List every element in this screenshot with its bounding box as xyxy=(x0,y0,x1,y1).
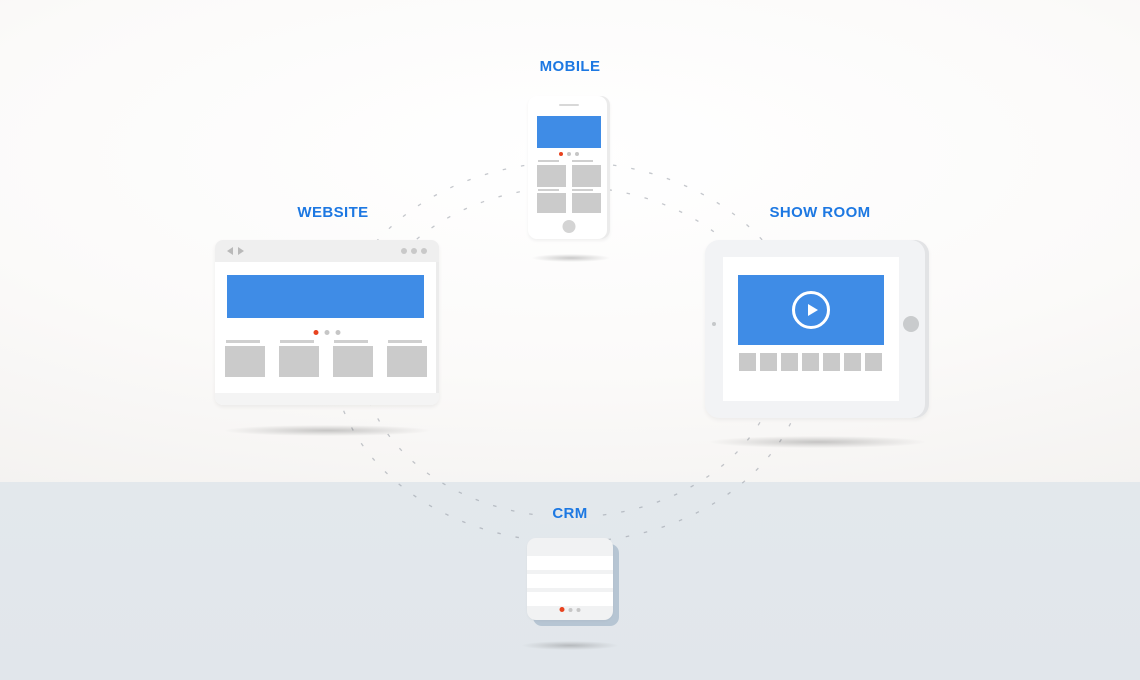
thumbnail-placeholder xyxy=(572,193,601,213)
browser-toolbar xyxy=(215,240,439,262)
status-dot-active xyxy=(559,607,565,612)
server-row xyxy=(527,556,613,570)
text-placeholder xyxy=(538,160,559,162)
phone-speaker xyxy=(559,104,579,106)
filmstrip-thumbnail xyxy=(760,353,777,371)
thumbnail-placeholder xyxy=(333,346,373,377)
crm-server-illustration xyxy=(527,538,619,626)
carousel-dot xyxy=(575,152,579,156)
server-row xyxy=(527,574,613,588)
showroom-label: SHOW ROOM xyxy=(769,204,871,221)
filmstrip-thumbnails xyxy=(739,353,882,371)
carousel-dot xyxy=(324,330,330,335)
thumbnail-placeholder xyxy=(572,165,601,187)
carousel-dot xyxy=(567,152,571,156)
text-placeholder xyxy=(334,340,368,343)
thumbnail-placeholder xyxy=(225,346,265,377)
play-icon xyxy=(792,291,830,329)
filmstrip-thumbnail xyxy=(781,353,798,371)
filmstrip-thumbnail xyxy=(865,353,882,371)
device-shadow xyxy=(225,425,430,436)
background-top xyxy=(0,0,1140,482)
mobile-label: MOBILE xyxy=(539,58,601,75)
window-menu-dots-icon xyxy=(401,248,427,254)
phone-carousel-dots xyxy=(559,152,579,156)
server-body xyxy=(527,538,613,620)
device-shadow xyxy=(710,436,925,448)
device-shadow xyxy=(522,641,618,650)
crm-label: CRM xyxy=(540,503,600,524)
website-hero-banner xyxy=(227,275,424,318)
status-dot xyxy=(568,607,573,612)
mobile-device-illustration xyxy=(528,96,610,239)
browser-nav-arrows xyxy=(227,247,244,255)
browser-footer xyxy=(215,393,439,405)
thumbnail-placeholder xyxy=(279,346,319,377)
showroom-tablet-illustration xyxy=(705,240,929,418)
thumbnail-placeholder xyxy=(537,193,566,213)
tablet-camera-dot xyxy=(712,322,716,326)
phone-home-button xyxy=(562,220,576,233)
text-placeholder xyxy=(226,340,260,343)
website-carousel-dots xyxy=(313,330,341,335)
website-label: WEBSITE xyxy=(297,204,369,221)
tablet-screen xyxy=(723,257,899,401)
text-placeholder xyxy=(572,160,593,162)
video-player xyxy=(738,275,884,345)
server-row xyxy=(527,592,613,606)
filmstrip-thumbnail xyxy=(739,353,756,371)
website-browser-illustration xyxy=(215,240,439,405)
tablet-home-button xyxy=(903,316,919,332)
thumbnail-placeholder xyxy=(387,346,427,377)
carousel-dot xyxy=(335,330,341,335)
text-placeholder xyxy=(572,189,593,191)
back-icon xyxy=(227,247,233,255)
device-shadow xyxy=(532,254,610,262)
thumbnail-placeholder xyxy=(537,165,566,187)
status-dot xyxy=(576,607,581,612)
text-placeholder xyxy=(280,340,314,343)
filmstrip-thumbnail xyxy=(844,353,861,371)
filmstrip-thumbnail xyxy=(802,353,819,371)
carousel-dot-active xyxy=(313,330,319,335)
text-placeholder xyxy=(388,340,422,343)
forward-icon xyxy=(238,247,244,255)
phone-hero-banner xyxy=(537,116,601,148)
carousel-dot-active xyxy=(559,152,563,156)
filmstrip-thumbnail xyxy=(823,353,840,371)
server-status-dots xyxy=(559,607,581,612)
text-placeholder xyxy=(538,189,559,191)
